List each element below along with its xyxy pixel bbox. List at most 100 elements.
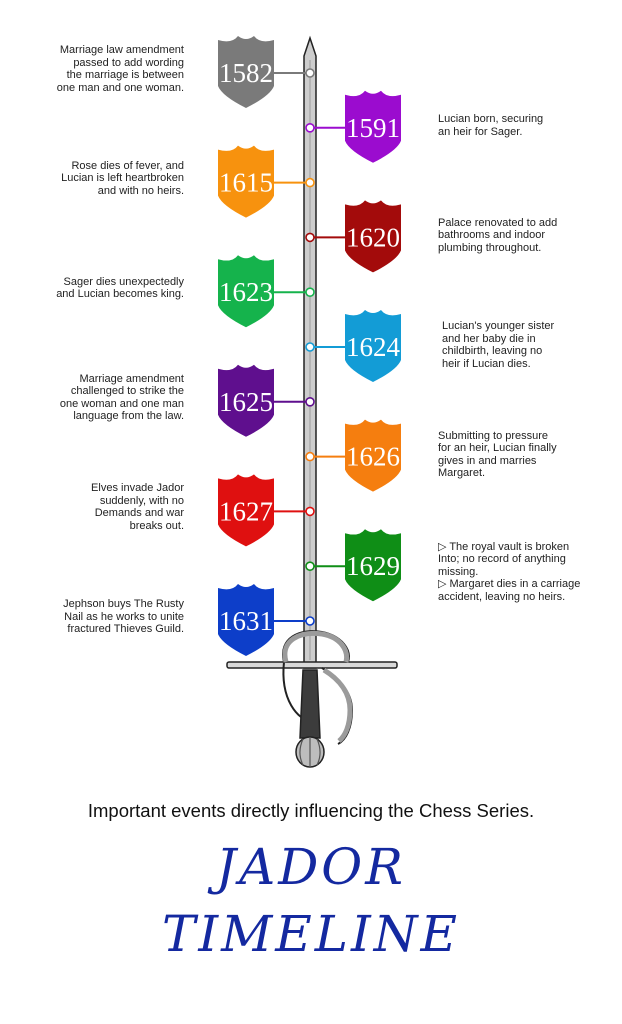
shield-shape [218, 584, 274, 656]
shield-year-label: 1620 [346, 222, 400, 252]
event-line: challenged to strike the [70, 385, 184, 398]
year-shield-1625: 1625 [218, 364, 274, 437]
shield-year-label: 1582 [219, 58, 273, 88]
event-line: an heir for Sager. [438, 125, 523, 138]
event-line: plumbing throughout. [438, 241, 542, 254]
year-shield-1631: 1631 [218, 584, 274, 656]
shield-year-label: 1626 [346, 442, 400, 472]
event-line: heir if Lucian dies. [442, 357, 531, 370]
timeline-dot-1582 [305, 68, 315, 78]
sword-swept-hilt-fill [282, 630, 353, 743]
shield-year-label: 1627 [219, 496, 273, 526]
event-line: and Lucian becomes king. [56, 288, 184, 301]
event-line: breaks out. [129, 519, 184, 532]
event-line: one woman and one man [59, 397, 184, 410]
timeline-dot-1629 [305, 561, 315, 572]
year-shield-1629: 1629 [345, 529, 401, 602]
year-shield-1624: 1624 [345, 310, 401, 382]
year-shield-1620: 1620 [345, 200, 401, 273]
shield-year-label: 1631 [219, 606, 273, 636]
title-line-2: TIMELINE [162, 905, 460, 963]
shield-shape [345, 310, 401, 382]
timeline-dot-1631 [305, 616, 315, 626]
event-line: gives in and marries [438, 454, 537, 467]
timeline-dot-1626 [305, 451, 315, 462]
timeline-subtitle: Important events directly influencing th… [87, 800, 535, 821]
event-line: Rose dies of fever, and [71, 159, 184, 172]
event-line: the marriage is between [66, 69, 184, 81]
pommel-ribs [299, 737, 321, 767]
timeline-dot-1624 [305, 342, 315, 352]
year-shield-1615: 1615 [218, 145, 274, 218]
timeline-dot-1591 [305, 123, 315, 133]
event-line: and her baby die in [442, 332, 536, 345]
shield-shape [345, 90, 401, 163]
year-shield-1582: 1582 [218, 36, 274, 108]
shield-year-label: 1623 [219, 277, 273, 307]
shield-shape [218, 364, 274, 437]
year-shield-1626: 1626 [345, 419, 401, 492]
sword-grip [299, 669, 321, 739]
event-line: ▷ The royal vault is broken [438, 540, 570, 553]
sword-crossguard [226, 661, 398, 669]
event-line: Demands and war [94, 507, 184, 520]
sword-timeline: 1582 1591 1615 1620 1623 1624 1625 1626 1627 1629… [218, 35, 401, 768]
timeline-dot-1627 [305, 506, 315, 517]
event-line: bathrooms and indoor [438, 229, 546, 242]
shield-shape [218, 36, 274, 108]
event-line: Submitting to pressure [438, 429, 549, 442]
event-line: Sager dies unexpectedly [63, 275, 184, 288]
event-line: Lucian born, securing [438, 113, 544, 126]
shield-shape [218, 255, 274, 328]
shield-year-label: 1629 [346, 551, 400, 581]
event-line: missing. [438, 565, 479, 578]
timeline-dot-1615 [305, 177, 315, 188]
event-line: language from the law. [73, 410, 184, 423]
shield-shape [345, 529, 401, 602]
timeline-dot-1625 [305, 396, 315, 407]
event-line: one man and one woman. [56, 81, 184, 94]
event-line: Margaret. [438, 467, 486, 480]
shield-year-label: 1591 [346, 113, 400, 143]
event-line: Marriage amendment [79, 372, 184, 385]
shield-year-label: 1625 [219, 387, 273, 417]
shield-shape [345, 419, 401, 492]
event-line: and with no heirs. [97, 184, 184, 197]
timeline-markers: 1582 1591 1615 1620 1623 1624 1625 1626 1627 1629… [218, 36, 401, 656]
event-line: suddenly, with no [99, 494, 184, 507]
event-line: Jephson buys The Rusty [63, 598, 184, 611]
year-shield-1591: 1591 [345, 90, 401, 163]
title-line-1: JADOR [216, 838, 406, 896]
event-line: Marriage law amendment [59, 44, 184, 56]
event-line: fractured Thieves Guild. [67, 623, 184, 636]
event-line: passed to add wording [73, 56, 184, 69]
event-line: Elves invade Jador [91, 482, 184, 495]
event-line: ▷ Margaret dies in a carriage [438, 578, 581, 591]
year-shield-1627: 1627 [218, 474, 274, 547]
shield-shape [345, 200, 401, 273]
event-line: Palace renovated to add [438, 216, 558, 229]
event-line: Lucian is left heartbroken [61, 172, 184, 185]
shield-shape [218, 145, 274, 218]
event-line: for an heir, Lucian finally [438, 442, 557, 455]
timeline-dot-1623 [305, 287, 315, 298]
year-shield-1623: 1623 [218, 255, 274, 328]
event-line: Into; no record of anything [438, 553, 566, 566]
event-line: Nail as he works to unite [64, 610, 184, 623]
timeline-dot-1620 [305, 232, 315, 243]
shield-shape [218, 474, 274, 547]
event-line: accident, leaving no heirs. [438, 590, 566, 603]
shield-year-label: 1624 [346, 332, 401, 362]
event-line: Lucian's younger sister [442, 320, 555, 332]
